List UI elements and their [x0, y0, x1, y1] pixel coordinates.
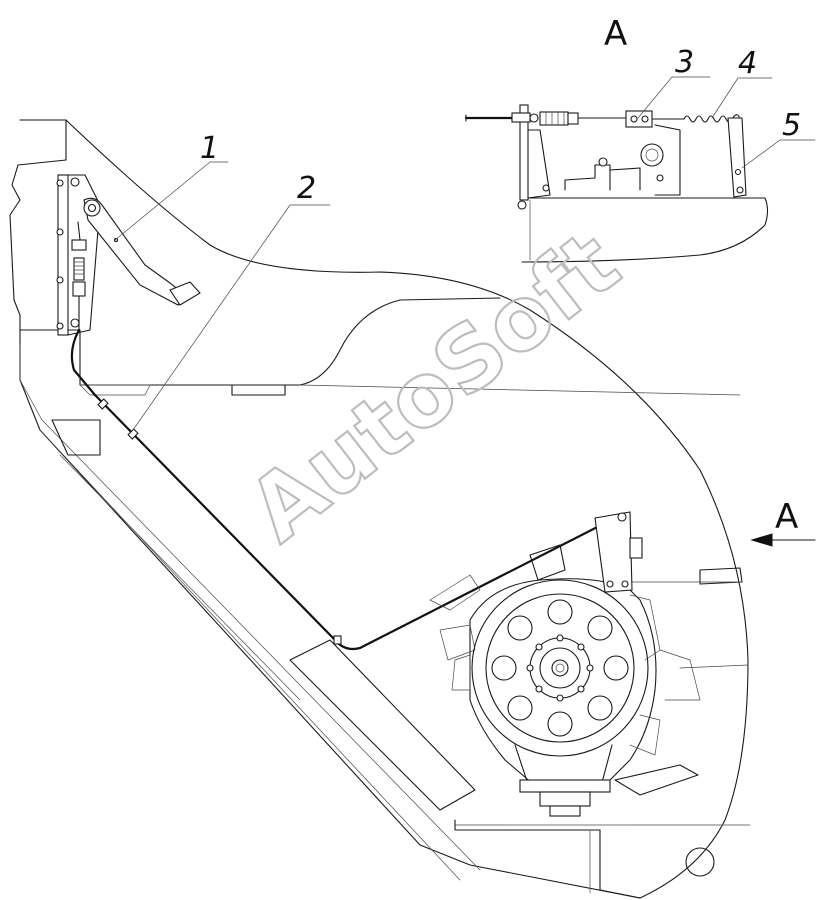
- cable-spring-at-pedal: [71, 221, 87, 331]
- callout-2: 2: [297, 171, 316, 206]
- detail-view-a: [464, 104, 769, 263]
- callout-5: 5: [782, 108, 801, 143]
- callout-1: 1: [200, 131, 219, 166]
- view-arrow-label: A: [775, 497, 798, 537]
- control-cable: [70, 328, 617, 651]
- cab-floor-contour: [9, 119, 751, 899]
- watermark: AutoSoft: [230, 211, 638, 561]
- view-a-arrow: [750, 533, 816, 547]
- callout-4: 4: [738, 46, 757, 81]
- throttle-bracket: [529, 511, 643, 593]
- brake-pedal: [83, 197, 201, 306]
- callout-leaders: [114, 76, 816, 431]
- callout-3: 3: [675, 45, 694, 80]
- engine-assembly: [429, 574, 701, 817]
- view-a-title: A: [604, 14, 627, 54]
